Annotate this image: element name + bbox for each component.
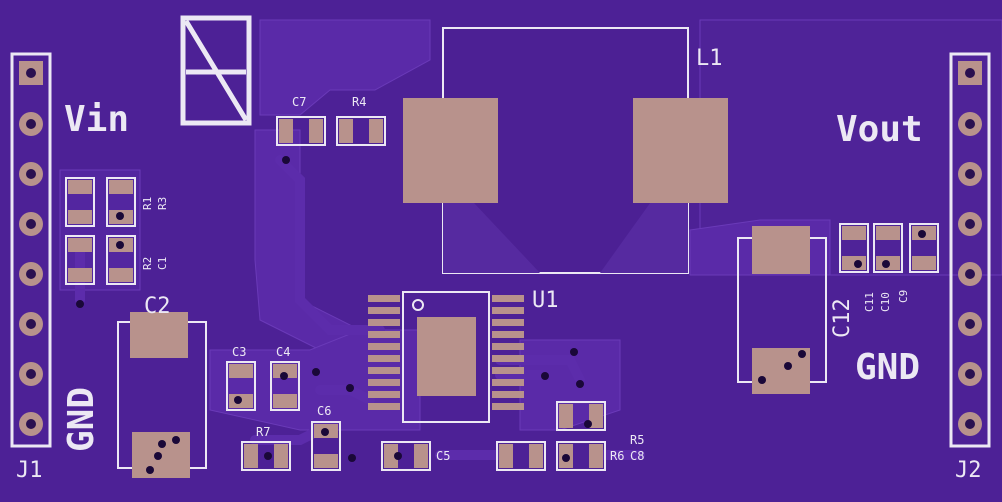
j1-header [10,52,52,448]
l1-inductor [403,27,728,274]
j2-header [949,52,991,448]
j1-label: J1 [16,458,43,483]
l1-label: L1 [696,46,723,71]
r5-label: R5 [630,433,645,447]
gnd-left-label: GND [61,386,102,452]
l1-pad-2 [633,98,728,203]
r7-label: R7 [256,425,271,439]
c5-label: C5 [436,449,451,463]
c12-capacitor [737,226,827,394]
logo-mark [180,15,252,126]
u1-chip [368,291,524,423]
gnd-right-label: GND [855,347,921,388]
c3-label: C3 [232,345,247,359]
c2-label: C2 [144,294,171,319]
c6-label: C6 [317,404,332,418]
r4-label: R4 [352,95,367,109]
vin-label: Vin [64,99,130,140]
c12-label: C12 [830,298,855,338]
j2-label: J2 [955,458,982,483]
l1-pad-1 [403,98,498,203]
smd-components [65,116,939,471]
c11-label: C11 [863,292,876,312]
c1-label: C1 [156,256,169,270]
r3-label: R3 [156,196,169,210]
c2-capacitor [117,312,207,478]
vout-label: Vout [836,109,923,150]
r2-label: R2 [141,256,154,270]
c9-label: C9 [897,289,910,303]
u1-label: U1 [532,288,559,313]
c7-label: C7 [292,95,307,109]
vias [76,156,926,474]
c10-label: C10 [879,292,892,312]
r6-label: R6 [610,449,625,463]
r1-label: R1 [141,196,154,210]
c8-label: C8 [630,449,645,463]
c4-label: C4 [276,345,291,359]
